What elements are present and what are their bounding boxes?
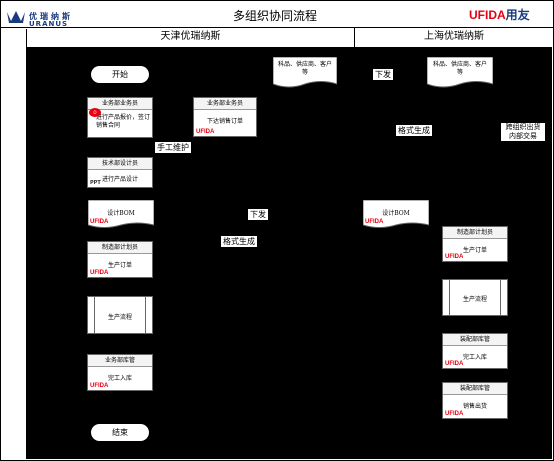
uranus-logo: 优瑞纳斯 URANUS — [6, 6, 86, 28]
step-role: 装配部库管 — [443, 383, 507, 395]
issue-sales-order-step[interactable]: 业务部业务员 下达销售订单 UFIDA — [193, 97, 257, 137]
step-role: 制造部计划员 — [443, 227, 507, 239]
step-role: 业务部业务员 — [88, 98, 152, 110]
header-divider — [1, 27, 553, 28]
ufida-badge: UFIDA — [196, 129, 215, 135]
doc-text: 科品、供应商、客户等 — [432, 61, 487, 76]
design-bom-doc-shanghai[interactable]: 设计BOM UFIDA — [363, 200, 429, 230]
ufida-badge: UFIDA — [445, 254, 464, 260]
design-bom-doc-tianjin[interactable]: 设计BOM UFIDA — [88, 200, 154, 230]
logo-cn-text: 优瑞纳斯 — [29, 12, 73, 21]
step-body: 进行产品设计 — [101, 176, 138, 183]
step-role: 业务部业务员 — [194, 98, 256, 110]
subprocess-text: 生产流程 — [107, 314, 132, 321]
step-role: 业务部库管 — [88, 355, 152, 367]
ufida-badge: UFIDA — [90, 270, 109, 276]
edge-label-manual: 手工维护 — [155, 142, 191, 153]
master-data-doc-shanghai[interactable]: 科品、供应商、客户等 — [427, 57, 493, 90]
step-body: 完工入库 — [462, 354, 487, 361]
warehouse-in-step-tianjin[interactable]: 业务部库管 完工入库 UFIDA — [87, 354, 153, 391]
ufida-brand: UFIDA — [469, 8, 506, 22]
step-body: 生产订单 — [462, 247, 487, 254]
step-body: 生产订单 — [107, 262, 132, 269]
ufida-badge: UFIDA — [90, 219, 109, 225]
production-order-step-tianjin[interactable]: 制造部计划员 生产订单 UFIDA — [87, 241, 153, 278]
step-body: 销售出货 — [462, 403, 487, 410]
doc-text: 设计BOM — [107, 210, 135, 217]
lane-header-shanghai: 上海优瑞纳斯 — [356, 28, 552, 46]
tech-design-step[interactable]: 技术部设计员 进行产品设计 PPT — [87, 157, 153, 188]
production-process-tianjin[interactable]: 生产流程 — [87, 296, 153, 334]
sales-quote-step[interactable]: 业务部业务员 进行产品报价，签订销售合同 O — [87, 97, 153, 138]
left-strip — [1, 29, 27, 459]
ufida-badge: UFIDA — [365, 219, 384, 225]
document-shape — [273, 57, 337, 88]
document-shape — [88, 200, 154, 228]
subprocess-bar — [500, 280, 501, 315]
document-shape — [363, 200, 429, 228]
production-order-step-shanghai[interactable]: 制造部计划员 生产订单 UFIDA — [442, 226, 508, 262]
office-icon: O — [89, 108, 101, 117]
lane-header-tianjin: 天津优瑞纳斯 — [28, 28, 353, 46]
ppt-badge: PPT — [90, 180, 101, 186]
step-role: 制造部计划员 — [88, 242, 152, 254]
edge-label-issue-mid: 下发 — [248, 209, 268, 220]
step-body: 完工入库 — [107, 375, 132, 382]
doc-text: 科品、供应商、客户等 — [277, 61, 332, 76]
ufida-cn: 用友 — [505, 8, 530, 22]
warehouse-in-step-shanghai[interactable]: 装配部库管 完工入库 UFIDA — [442, 333, 508, 369]
edge-label-gen-top: 格式生成 — [396, 125, 432, 136]
document-shape — [427, 57, 493, 88]
ufida-badge: UFIDA — [90, 383, 109, 389]
ufida-badge: UFIDA — [445, 411, 464, 417]
step-role: 技术部设计员 — [88, 158, 152, 170]
edge-label-cross-org: 跨组织出货内部交易 — [501, 123, 545, 141]
ufida-logo: UFIDA用友 — [469, 6, 530, 23]
step-body: 进行产品报价，签订销售合同 — [96, 114, 151, 129]
subprocess-bar — [145, 297, 146, 333]
doc-text: 设计BOM — [382, 210, 410, 217]
logo-en-text: URANUS — [29, 20, 69, 28]
end-node[interactable]: 结束 — [91, 424, 149, 441]
production-process-shanghai[interactable]: 生产流程 — [442, 279, 508, 316]
page-title: 多组织协同流程 — [232, 9, 317, 23]
warehouse-out-step-shanghai[interactable]: 装配部库管 销售出货 UFIDA — [442, 382, 508, 419]
lane-divider — [354, 28, 355, 47]
step-body: 下达销售订单 — [206, 118, 243, 125]
subprocess-text: 生产流程 — [462, 296, 487, 303]
step-role: 装配部库管 — [443, 334, 507, 346]
start-node[interactable]: 开始 — [91, 66, 149, 83]
edge-label-gen-mid: 格式生成 — [221, 236, 257, 247]
ufida-badge: UFIDA — [445, 361, 464, 367]
subprocess-bar — [94, 297, 95, 333]
crown-icon — [7, 11, 25, 23]
master-data-doc-tianjin[interactable]: 科品、供应商、客户等 — [273, 57, 337, 90]
edge-label-issue-top: 下发 — [373, 69, 393, 80]
subprocess-bar — [449, 280, 450, 315]
